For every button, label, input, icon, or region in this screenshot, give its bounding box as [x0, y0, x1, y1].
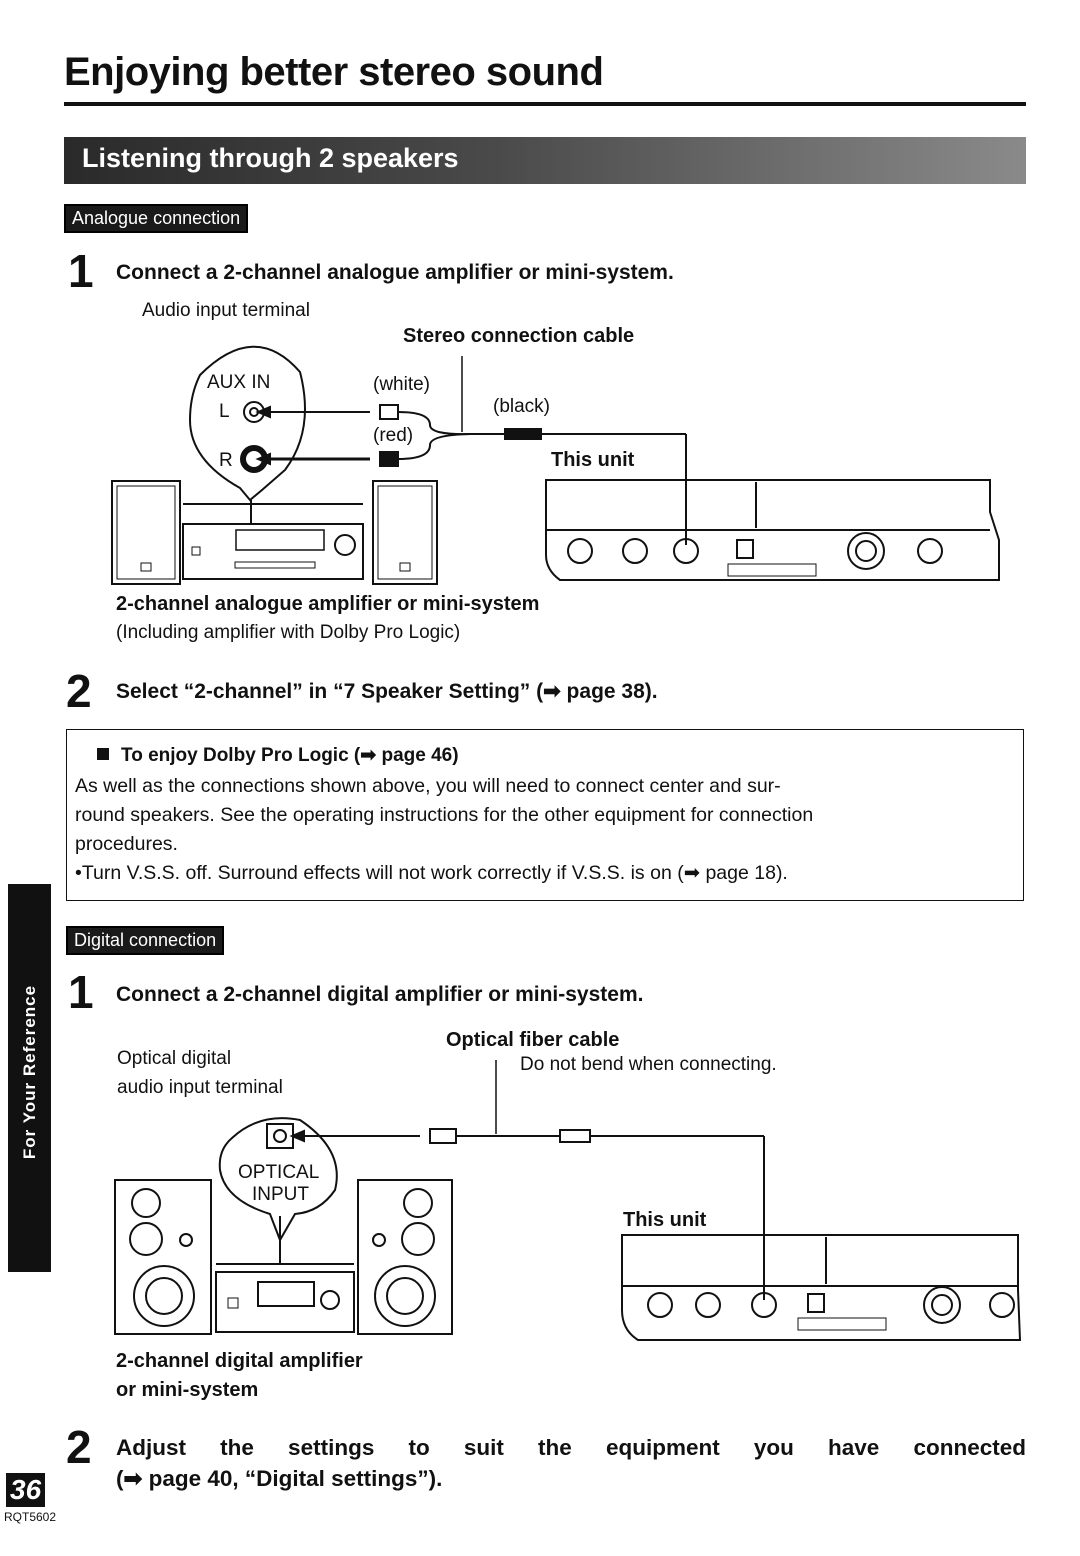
document-code: RQT5602 [4, 1510, 57, 1524]
section-heading-bar: Listening through 2 speakers [64, 137, 1026, 184]
digital-amp-caption: or mini-system [116, 1379, 259, 1401]
optical-input-label: audio input terminal [117, 1077, 283, 1098]
this-unit-label: This unit [551, 449, 635, 471]
optical-cable-label: Optical fiber cable [446, 1029, 620, 1051]
aux-in-callout [188, 345, 306, 502]
analogue-connection-tag: Analogue connection [64, 204, 249, 233]
digital-unit [621, 1234, 1022, 1341]
step-text: (➡ page 40, “Digital settings”). [116, 1466, 443, 1491]
input-label: INPUT [252, 1184, 309, 1205]
digital-amp-caption: 2-channel digital amplifier [116, 1350, 363, 1372]
step-text: Select “2-channel” in “7 Speaker Setting… [116, 680, 658, 703]
note-line: round speakers. See the operating instru… [75, 804, 814, 826]
r-jack-icon [240, 445, 268, 473]
red-label: (red) [373, 425, 414, 446]
white-label: (white) [373, 374, 431, 395]
r-label: R [219, 450, 233, 471]
step-number: 1 [68, 245, 94, 297]
optical-port-icon [266, 1123, 294, 1149]
analogue-speaker-right [372, 480, 438, 585]
side-tab: For Your Reference [8, 884, 51, 1272]
analogue-amp-caption: 2-channel analogue amplifier or mini-sys… [116, 593, 540, 615]
side-tab-label: For Your Reference [20, 984, 39, 1160]
optical-cable [289, 1060, 765, 1300]
audio-input-label: Audio input terminal [142, 300, 310, 321]
step-text: Connect a 2-channel analogue amplifier o… [116, 261, 674, 284]
l-jack-icon [243, 401, 265, 423]
analogue-speaker-left [111, 480, 181, 585]
optical-label: OPTICAL [238, 1162, 320, 1183]
step-number: 2 [66, 1421, 92, 1473]
aux-in-label: AUX IN [207, 372, 271, 393]
this-unit-label: This unit [623, 1209, 707, 1231]
digital-connection-tag: Digital connection [66, 926, 225, 955]
step-text: Connect a 2-channel digital amplifier or… [116, 983, 644, 1006]
l-label: L [219, 401, 230, 422]
bend-warning: Do not bend when connecting. [520, 1054, 777, 1075]
title-rule [64, 102, 1026, 106]
stereo-cable-label: Stereo connection cable [403, 325, 635, 347]
analogue-amp-note: (Including amplifier with Dolby Pro Logi… [116, 622, 461, 643]
note-line: procedures. [75, 833, 178, 855]
optical-input-label: Optical digital [117, 1048, 232, 1069]
analogue-unit [545, 479, 1000, 581]
step-number: 2 [66, 665, 92, 717]
step-text: Adjust the settings to suit the equipmen… [116, 1435, 1026, 1460]
section-heading: Listening through 2 speakers [82, 143, 459, 173]
page-title: Enjoying better stereo sound [64, 50, 604, 94]
page-number: 36 [6, 1473, 46, 1507]
digital-speaker-left [114, 1179, 212, 1335]
note-heading: To enjoy Dolby Pro Logic (➡ page 46) [97, 744, 459, 767]
step-number: 1 [68, 966, 94, 1018]
dolby-note-box: To enjoy Dolby Pro Logic (➡ page 46) As … [66, 729, 1024, 901]
digital-speaker-right [357, 1179, 453, 1335]
digital-amplifier [215, 1216, 355, 1333]
note-line: •Turn V.S.S. off. Surround effects will … [75, 862, 788, 884]
analogue-amplifier [182, 500, 364, 580]
black-label: (black) [493, 396, 551, 417]
note-line: As well as the connections shown above, … [75, 775, 781, 797]
